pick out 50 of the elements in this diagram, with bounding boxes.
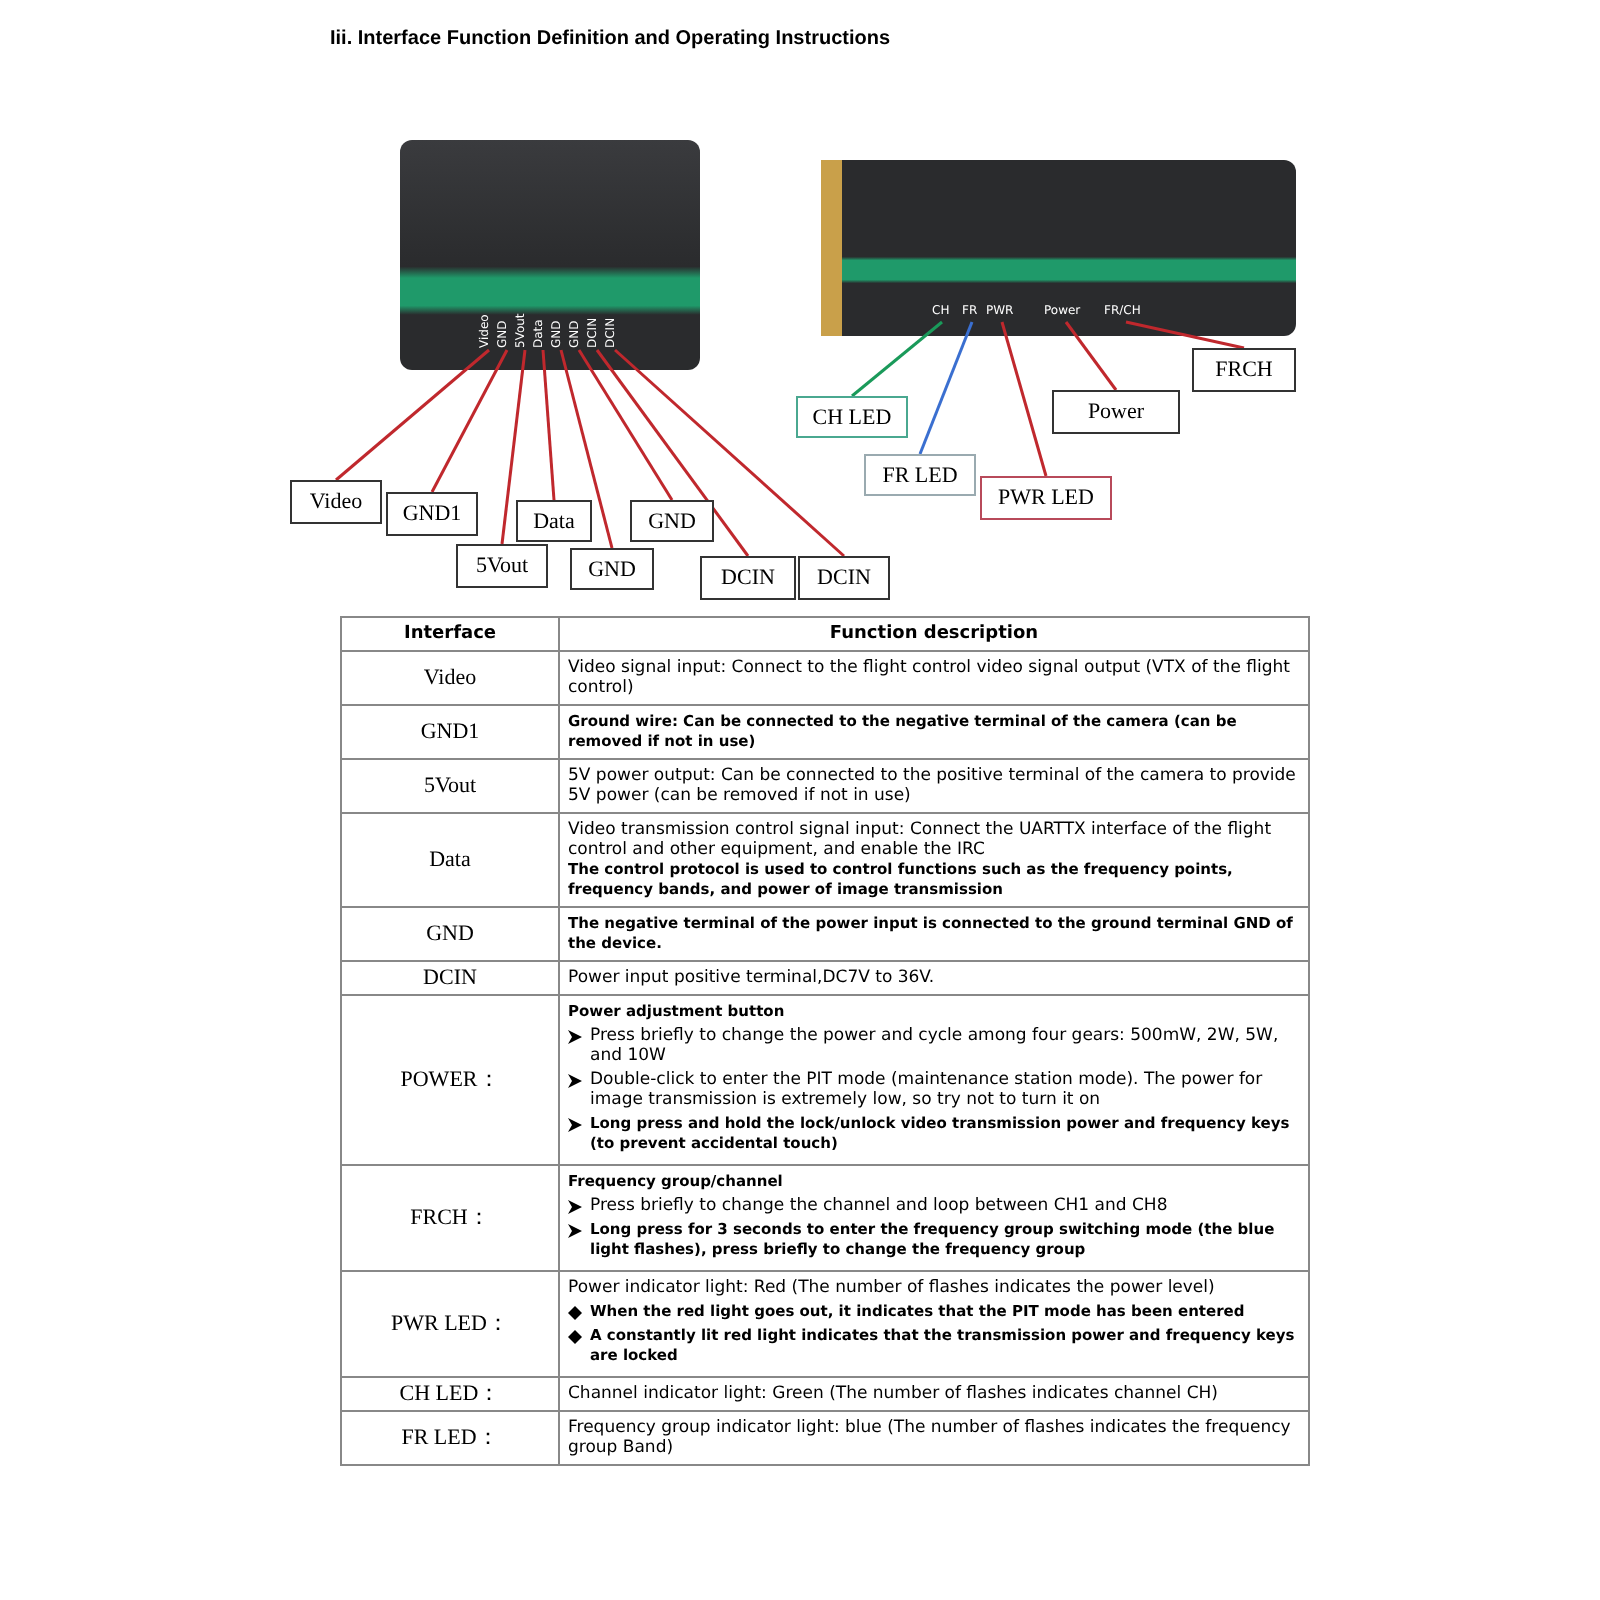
- interface-name: PWR LED：: [341, 1271, 559, 1377]
- interface-name: CH LED：: [341, 1377, 559, 1411]
- description-text: Video signal input: Connect to the flight control video signal output (VTX of the flight control): [559, 651, 1309, 705]
- leader-line: [335, 348, 490, 482]
- description-text: Video transmission control signal input: Connect the UARTTX interface of the flight control and other equipment, and enable the IRC: [568, 820, 1274, 860]
- description-text: Power input positive terminal,DC7V to 36V.: [559, 961, 1309, 995]
- description-text: Channel indicator light: Green (The number of flashes indicates channel CH): [559, 1377, 1309, 1411]
- callout-label: PWR LED: [980, 476, 1112, 520]
- interface-name: Data: [341, 813, 559, 907]
- interface-name: Video: [341, 651, 559, 705]
- leader-line: [1125, 320, 1245, 350]
- interface-name: DCIN: [341, 961, 559, 995]
- interface-name: GND1: [341, 705, 559, 759]
- leader-line: [541, 349, 556, 501]
- leader-line: [918, 321, 974, 455]
- callout-label: DCIN: [798, 556, 890, 600]
- bullet-text: Press briefly to change the channel and loop between CH1 and CH8: [590, 1196, 1168, 1216]
- leader-line: [430, 349, 509, 493]
- callout-label: GND: [630, 500, 714, 542]
- callout-label: DCIN: [700, 556, 796, 600]
- bullet-text: Double-click to enter the PIT mode (maintenance station mode). The power for image transmission is extremely low, so try not to turn it on: [590, 1070, 1265, 1110]
- leader-line: [577, 349, 674, 501]
- column-header: Interface: [341, 617, 559, 651]
- heading: Iii. Interface Function Definition and Operating Instructions: [330, 28, 893, 52]
- interface-name: GND: [341, 907, 559, 961]
- column-header: Function description: [559, 617, 1309, 651]
- description-text: 5V power output: Can be connected to the positive terminal of the camera to provide 5V power (can be removed if not in use): [559, 759, 1309, 813]
- interface-name: FR LED：: [341, 1411, 559, 1465]
- callout-label: GND1: [386, 492, 478, 536]
- interface-name: POWER：: [341, 995, 559, 1165]
- callout-label: Data: [516, 500, 592, 542]
- leader-line: [595, 349, 750, 557]
- leader-line: [614, 348, 845, 558]
- leader-line: [851, 320, 943, 398]
- interface-name: 5Vout: [341, 759, 559, 813]
- callout-label: 5Vout: [456, 544, 548, 588]
- leader-line: [1000, 321, 1048, 477]
- leader-line: [559, 349, 614, 549]
- description-text: Frequency group indicator light: blue (The number of flashes indicates the frequency group Band): [559, 1411, 1309, 1465]
- callout-label: Power: [1052, 390, 1180, 434]
- leader-line: [500, 349, 527, 545]
- transmitter-photo: [400, 140, 700, 370]
- callout-label: FRCH: [1192, 348, 1296, 392]
- callout-label: Video: [290, 480, 382, 524]
- bullet-text: Press briefly to change the power and cycle among four gears: 500mW, 2W, 5W, and 10W: [590, 1026, 1281, 1066]
- callout-label: CH LED: [796, 396, 908, 438]
- interface-name: FRCH：: [341, 1165, 559, 1271]
- description-text: Power indicator light: Red (The number of flashes indicates the power level): [568, 1278, 1217, 1298]
- callout-label: GND: [570, 548, 654, 590]
- callout-label: FR LED: [864, 454, 976, 496]
